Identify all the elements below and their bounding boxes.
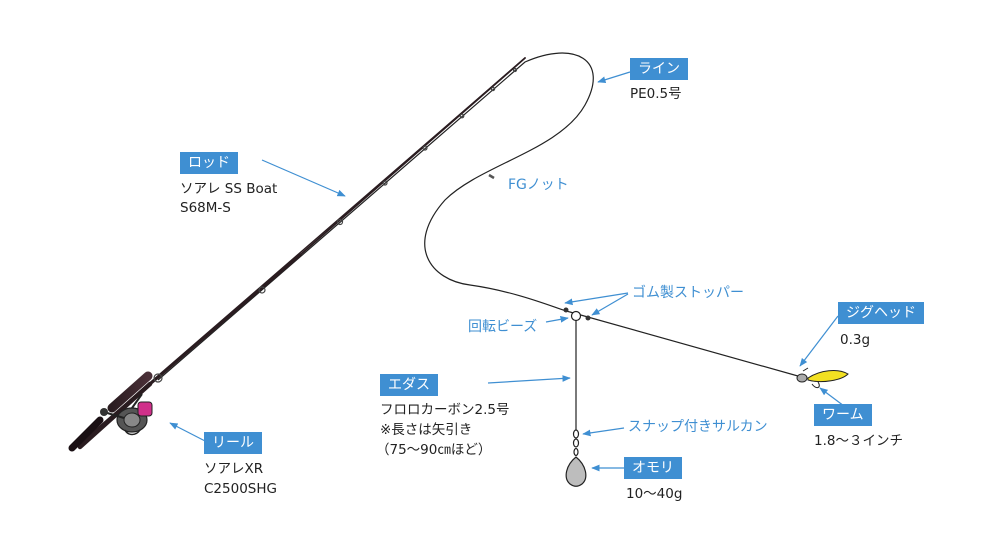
- swivel-bead: [570, 310, 582, 322]
- fg-knot-mark: [488, 173, 495, 180]
- jighead-worm: [796, 367, 849, 389]
- reel-spec: C2500SHG: [204, 481, 277, 497]
- jighead-arrow: [799, 315, 839, 367]
- stopper-text: ゴム製ストッパー: [632, 285, 744, 301]
- swivel-arrow: [582, 427, 625, 437]
- sinker-shape: [565, 456, 587, 487]
- line-spec: PE0.5号: [630, 86, 682, 102]
- stopper-shape: [563, 307, 569, 313]
- line-arrow: [597, 71, 631, 83]
- rod-model: ソアレ SS Boat: [180, 181, 278, 197]
- jighead-label: ジグヘッド: [838, 302, 924, 324]
- beads-arrow: [545, 316, 569, 323]
- rod-label: ロッド: [180, 152, 238, 174]
- rod-spec: S68M-S: [180, 200, 231, 216]
- worm-size: 1.8～３インチ: [814, 433, 903, 449]
- jighead-weight: 0.3g: [840, 332, 871, 348]
- edasu-arrow: [487, 375, 571, 384]
- reel-arrow: [169, 422, 208, 443]
- fg-knot-text: FGノット: [508, 177, 569, 193]
- reel: [100, 393, 153, 436]
- stopper-arrow-2: [591, 293, 629, 316]
- swivel-text: スナップ付きサルカン: [628, 419, 768, 435]
- edasu-note: ※長さは矢引き: [380, 422, 473, 438]
- snap-swivel: [572, 429, 580, 457]
- edasu-length: （75～90㎝ほど）: [376, 442, 492, 458]
- rod-arrow: [261, 159, 346, 197]
- rod: [68, 57, 526, 452]
- worm-label: ワーム: [814, 404, 872, 426]
- reel-label: リール: [204, 432, 262, 454]
- stopper-arrow-1: [564, 292, 629, 306]
- sinker-weight: 10～40g: [626, 486, 683, 502]
- edasu-material: フロロカーボン2.5号: [380, 402, 510, 418]
- line-label: ライン: [630, 58, 688, 80]
- reel-model: ソアレXR: [204, 461, 264, 477]
- stopper-shape-2: [585, 315, 591, 321]
- fishing-line: [157, 52, 806, 381]
- beads-text: 回転ビーズ: [468, 319, 538, 335]
- sinker-label: オモリ: [624, 457, 682, 479]
- edasu-label: エダス: [380, 374, 438, 396]
